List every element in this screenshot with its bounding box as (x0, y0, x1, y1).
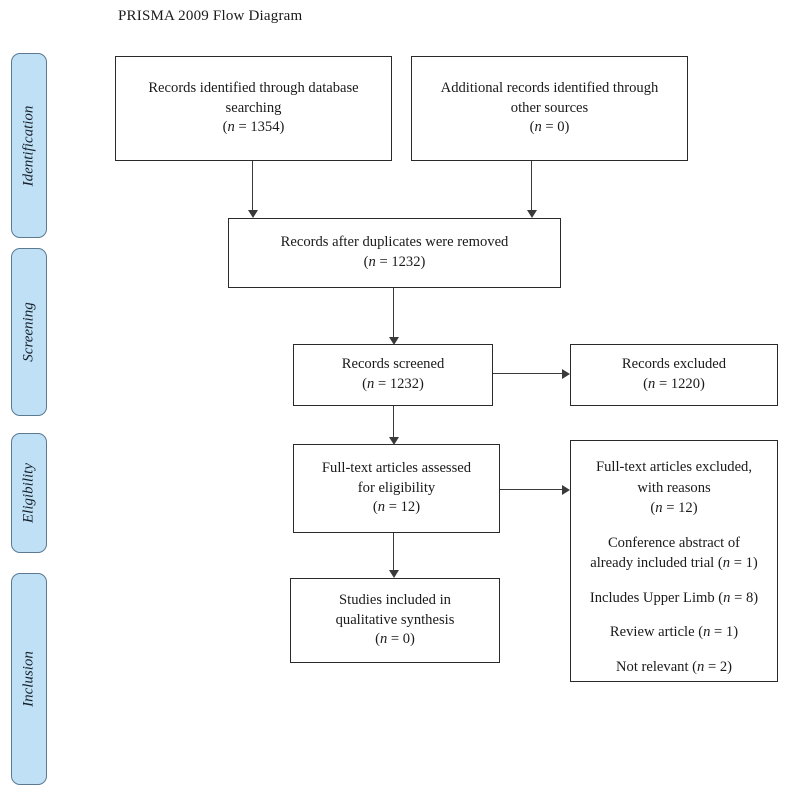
arrowhead-duplicates-to-screened (389, 337, 399, 345)
arrowhead-other-to-duplicates (527, 210, 537, 218)
reasons-header: Full-text articles excluded, with reason… (596, 458, 752, 520)
reason-review-line1: Review article (n = 1) (609, 624, 739, 641)
arrowhead-screened-to-fulltext (389, 437, 399, 445)
arrowhead-screened-to-excluded (562, 369, 570, 379)
box-other-count: (n = 0) (529, 119, 570, 136)
reason-conference-line2: already included trial (n = 1) (590, 555, 758, 572)
box-database-line1: Records identified through database (148, 80, 359, 97)
box-fulltext-excluded-reasons: Full-text articles excluded, with reason… (570, 440, 778, 682)
box-records-screened: Records screened (n = 1232) (293, 344, 493, 406)
reason-conference-line1: Conference abstract of (607, 534, 741, 551)
box-reasons-line1: Full-text articles excluded, (595, 459, 753, 475)
box-excluded-line1: Records excluded (621, 356, 727, 373)
connector-fulltext-to-included (393, 533, 395, 575)
box-duplicates-line1: Records after duplicates were removed (280, 234, 509, 251)
stage-label-eligibility-text: Eligibility (20, 463, 37, 523)
box-other-line1: Additional records identified through (440, 80, 659, 97)
stage-label-inclusion: Inclusion (11, 573, 47, 785)
connector-screened-to-fulltext (393, 406, 395, 442)
box-records-identified-database: Records identified through database sear… (115, 56, 392, 161)
arrowhead-fulltext-to-included (389, 570, 399, 578)
reason-item-review-article: Review article (n = 1) (610, 623, 738, 644)
page-title: PRISMA 2009 Flow Diagram (118, 8, 303, 24)
arrowhead-database-to-duplicates (248, 210, 258, 218)
box-records-after-duplicates: Records after duplicates were removed (n… (228, 218, 561, 288)
box-included-line2: qualitative synthesis (335, 611, 455, 628)
stage-label-screening: Screening (11, 248, 47, 416)
box-other-line2: other sources (510, 99, 589, 116)
box-records-excluded: Records excluded (n = 1220) (570, 344, 778, 406)
reason-item-not-relevant: Not relevant (n = 2) (616, 658, 732, 679)
box-records-identified-other: Additional records identified through ot… (411, 56, 688, 161)
stage-label-eligibility: Eligibility (11, 433, 47, 553)
connector-screened-to-excluded (493, 373, 565, 375)
box-reasons-count: (n = 12) (650, 500, 698, 517)
reason-upper-limb-line1: Includes Upper Limb (n = 8) (589, 589, 759, 606)
box-fulltext-assessed: Full-text articles assessed for eligibil… (293, 444, 500, 533)
connector-duplicates-to-screened (393, 288, 395, 340)
box-fulltext-line1: Full-text articles assessed (321, 460, 472, 477)
box-screened-line1: Records screened (341, 356, 445, 373)
connector-other-to-duplicates (531, 160, 533, 213)
stage-label-screening-text: Screening (20, 302, 37, 362)
stage-label-inclusion-text: Inclusion (20, 651, 37, 707)
reason-item-conference-abstract: Conference abstract of already included … (590, 534, 757, 575)
reason-not-relevant-line1: Not relevant (n = 2) (615, 658, 733, 675)
reason-item-upper-limb: Includes Upper Limb (n = 8) (590, 589, 758, 610)
box-fulltext-line2: for eligibility (357, 479, 436, 496)
box-excluded-count: (n = 1220) (643, 376, 705, 392)
connector-fulltext-to-excluded (500, 489, 565, 491)
arrowhead-fulltext-to-excluded (562, 485, 570, 495)
box-database-count: (n = 1354) (222, 119, 285, 136)
stage-label-identification: Identification (11, 53, 47, 238)
box-studies-included-qualitative: Studies included in qualitative synthesi… (290, 578, 500, 663)
box-duplicates-count: (n = 1232) (363, 254, 426, 270)
connector-database-to-duplicates (252, 160, 254, 213)
box-included-count: (n = 0) (375, 631, 415, 648)
box-fulltext-count: (n = 12) (372, 499, 421, 516)
box-database-line2: searching (225, 99, 282, 116)
stage-label-identification-text: Identification (20, 105, 37, 186)
box-screened-count: (n = 1232) (362, 376, 424, 392)
box-reasons-line2: with reasons (637, 479, 711, 496)
box-included-line1: Studies included in (339, 592, 451, 609)
